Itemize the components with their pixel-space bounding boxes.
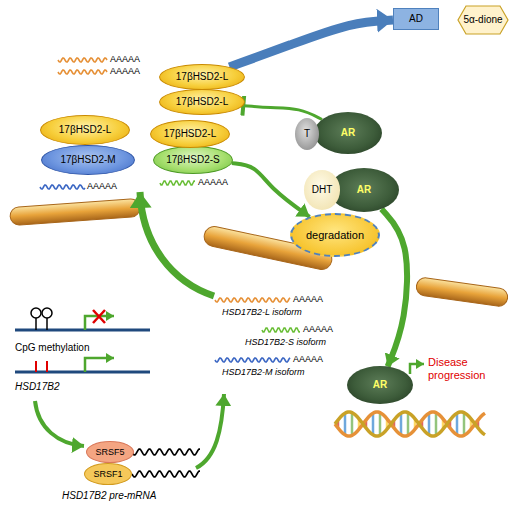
dna-base-pair [344, 413, 347, 435]
mrna-strand [58, 58, 107, 62]
dna-strand [335, 412, 485, 436]
process-arrow [382, 209, 408, 366]
node-text: SRSF5 [95, 447, 124, 457]
ligand: DHT [304, 170, 341, 210]
isoform-label: HSD17B2-L isoform [222, 307, 302, 317]
node-text: AR [373, 379, 387, 391]
node-text: DHT [312, 184, 333, 196]
process-arrow [35, 401, 84, 446]
node-text: degradation [306, 229, 364, 242]
cpg-tick [35, 361, 37, 372]
enzyme-subunit: 17βHSD2-L [159, 64, 245, 90]
node-text: AR [357, 184, 371, 196]
hexagon-shape [458, 6, 508, 34]
cpg-methyl [31, 308, 41, 318]
polya-tail: AAAAA [87, 181, 117, 191]
dna-base-pair [435, 413, 438, 436]
cpg-tick [46, 361, 48, 372]
polya-tail: AAAAA [110, 54, 140, 64]
mrna-strand [58, 70, 107, 74]
polya-tail: AAAAA [198, 177, 228, 187]
metabolite-hexagon: 5α-dione [457, 5, 509, 35]
receptor: AR [314, 112, 382, 154]
node-text: AR [341, 127, 355, 139]
mitochondrion [415, 277, 509, 308]
isoform-label: HSD17B2-M isoform [222, 367, 305, 377]
cpg-stem [46, 318, 48, 330]
gene-state-label: CpG methylation [15, 342, 89, 354]
polya-tail: AAAAA [293, 294, 323, 304]
process-arrow [196, 394, 224, 468]
enzyme-subunit: 17βHSD2-L [150, 120, 230, 148]
dna-base-pair [379, 413, 382, 436]
mrna-strand [215, 298, 290, 302]
polya-tail: AAAAA [110, 66, 140, 76]
splicing-factor: SRSF5 [86, 441, 134, 463]
node-text: 5α-dione [463, 14, 502, 26]
block-cross [93, 310, 105, 323]
inhibition-line [243, 106, 322, 120]
mrna-strand [262, 328, 300, 332]
dna-base-pair [400, 413, 403, 435]
mrna-strand [160, 181, 195, 185]
promoter-arrow [85, 358, 114, 372]
receptor: AR [347, 366, 413, 404]
node-text: 17βHSD2-L [164, 128, 216, 140]
node-text: 17βHSD2-S [166, 154, 220, 166]
enzyme-subunit: 17βHSD2-M [41, 145, 135, 175]
dna-strand [335, 412, 485, 436]
enzyme-subunit: 17βHSD2-L [159, 89, 245, 115]
gene-label: HSD17B2 [15, 381, 59, 393]
outcome-label: Disease progression [428, 356, 490, 381]
enzyme-subunit: 17βHSD2-L [40, 115, 130, 145]
ligand: T [295, 118, 319, 150]
node-text: 17βHSD2-L [176, 71, 228, 83]
node-text: 17βHSD2-L [59, 124, 111, 136]
node-text: T [304, 128, 310, 140]
dna-base-pair [351, 413, 354, 436]
cpg-methyl [42, 308, 52, 318]
conversion-arrow [229, 20, 393, 67]
activation-arrow [410, 364, 424, 374]
dna-base-pair [456, 413, 459, 435]
splicing-factor: SRSF1 [84, 463, 132, 485]
mrna-strand [132, 449, 200, 455]
mrna-strand [215, 358, 290, 362]
mrna-strand [40, 185, 85, 189]
metabolite-box: AD [393, 8, 439, 30]
enzyme-subunit: 17βHSD2-S [153, 146, 233, 174]
translation-arrow [140, 192, 214, 296]
dna-base-pair [463, 413, 466, 436]
degradation-node: degradation [290, 213, 380, 257]
node-text: AD [409, 13, 423, 25]
mitochondrion [10, 198, 141, 225]
dna-base-pair [407, 413, 410, 436]
node-text: 17βHSD2-M [60, 154, 115, 166]
isoform-label: HSD17B2-S isoform [245, 337, 326, 347]
cpg-stem [35, 318, 37, 330]
mrna-strand [132, 471, 200, 477]
process-arrow [232, 163, 310, 217]
polya-tail: AAAAA [293, 354, 323, 364]
node-text: 17βHSD2-L [176, 96, 228, 108]
pre-mrna-label: HSD17B2 pre-mRNA [62, 490, 156, 502]
polya-tail: AAAAA [303, 324, 333, 334]
block-cross [93, 310, 105, 323]
dna-base-pair [428, 413, 431, 435]
dna-base-pair [372, 413, 375, 435]
node-text: SRSF1 [93, 469, 122, 479]
